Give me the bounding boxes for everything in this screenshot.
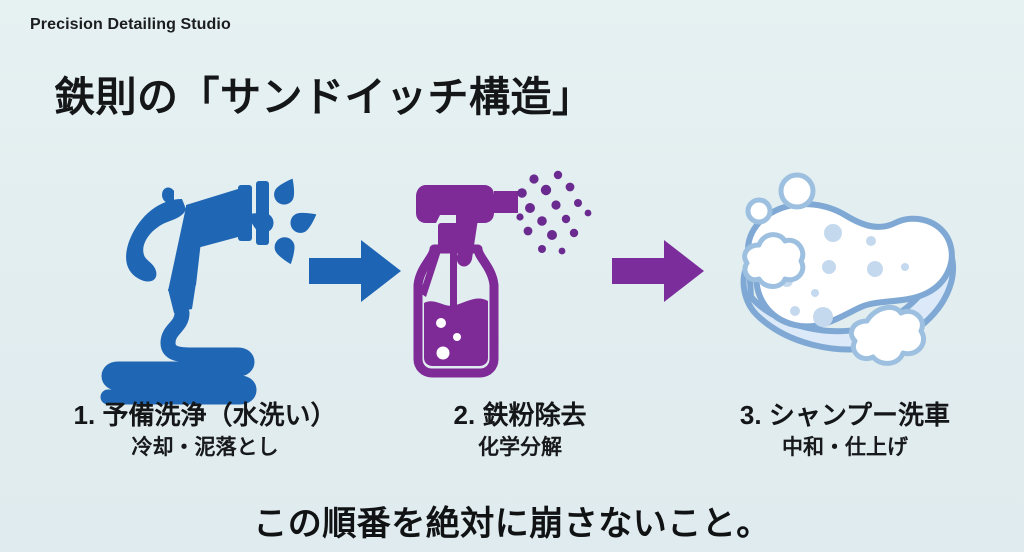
step-3-title: 3. シャンプー洗車	[739, 400, 951, 430]
step-1-subtitle: 冷却・泥落とし	[131, 435, 279, 459]
step-2-title: 2. 鉄粉除去	[453, 400, 587, 430]
step-1-caption: 1. 予備洗浄（水洗い） 冷却・泥落とし	[10, 400, 400, 460]
step-2-icon-slot	[400, 158, 630, 383]
process-flow	[0, 158, 1024, 405]
step-3-icon-slot	[715, 158, 990, 383]
step-3-subtitle: 中和・仕上げ	[782, 435, 908, 459]
page-title: 鉄則の「サンドイッチ構造」	[54, 74, 594, 120]
hose-nozzle-icon	[90, 163, 340, 405]
arrow-step1-to-step2	[300, 158, 410, 383]
step-3-caption: 3. シャンプー洗車 中和・仕上げ	[660, 400, 1024, 460]
arrow-step2-to-step3	[600, 158, 715, 383]
brand-eyebrow: Precision Detailing Studio	[30, 16, 231, 33]
step-1-title: 1. 予備洗浄（水洗い）	[73, 400, 337, 430]
sponge-icon	[729, 171, 977, 371]
spray-bottle-icon	[410, 163, 620, 378]
footer-note: この順番を絶対に崩さないこと。	[253, 505, 771, 543]
step-1-icon-slot	[70, 158, 360, 405]
step-2-caption: 2. 鉄粉除去 化学分解	[370, 400, 670, 460]
step-2-subtitle: 化学分解	[478, 435, 562, 459]
